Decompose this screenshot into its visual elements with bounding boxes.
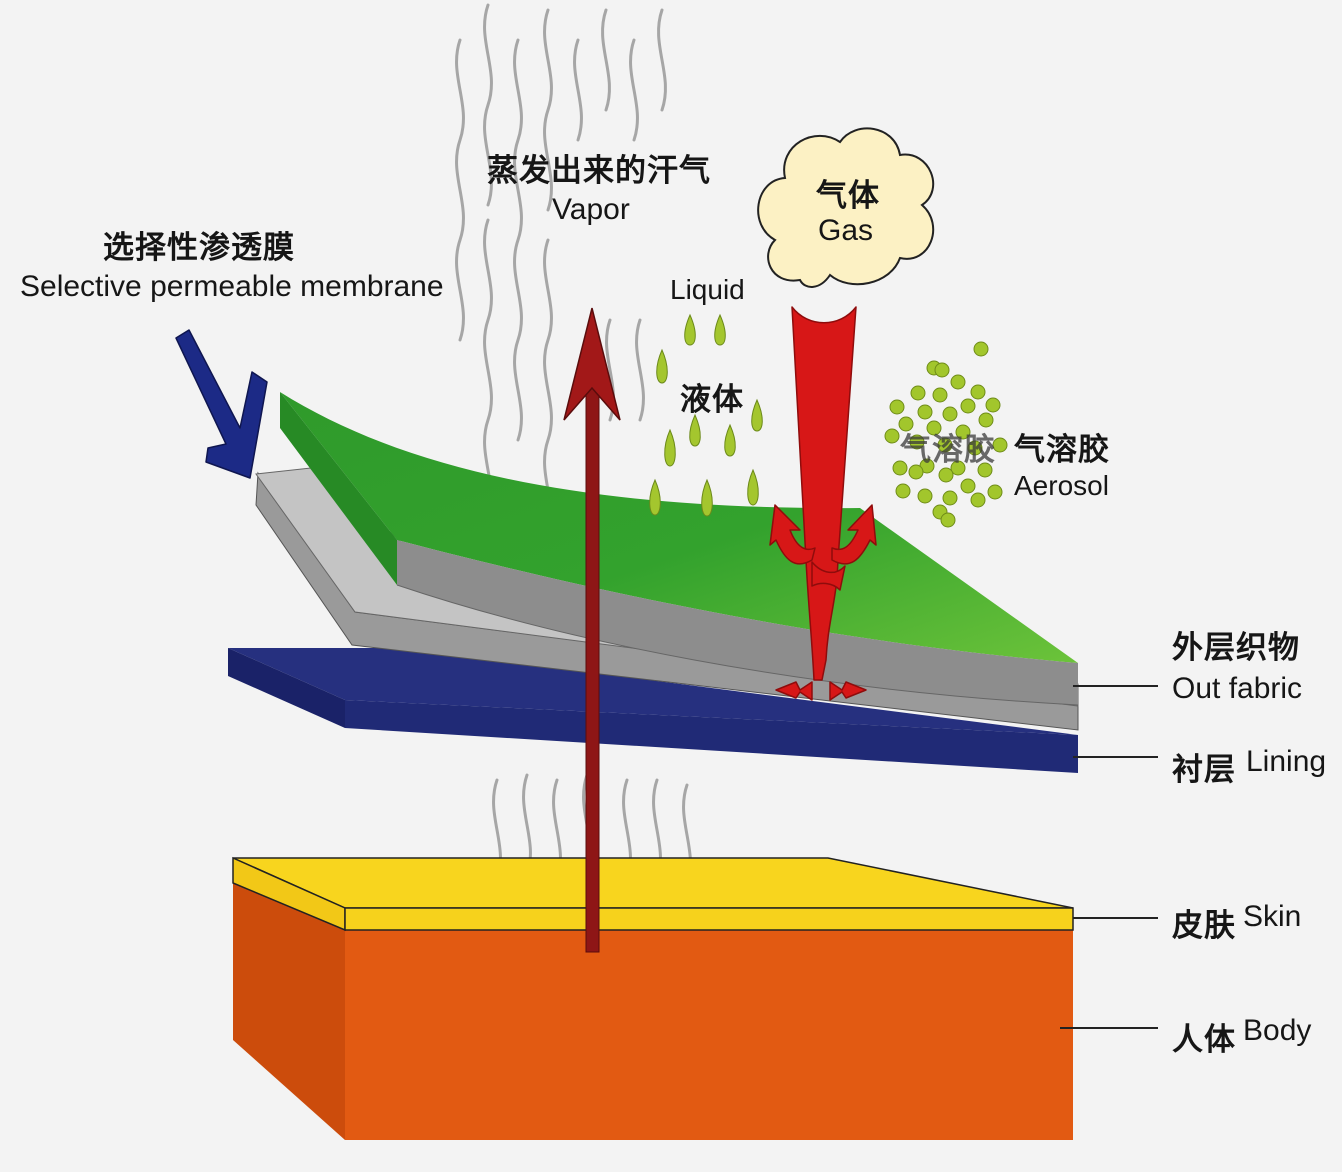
body-label-en: Body <box>1243 1014 1312 1047</box>
skin-label-zh: 皮肤 <box>1172 908 1236 944</box>
aerosol-overlay-label-zh: 气溶胶 <box>900 432 996 468</box>
gas-label-zh: 气体 <box>816 178 880 214</box>
vapor-label-en: Vapor <box>552 193 630 226</box>
membrane-label-en: Selective permeable membrane <box>20 270 444 303</box>
skin-layer <box>232 856 1074 932</box>
lining-label-en: Lining <box>1246 745 1327 778</box>
skin-label-en: Skin <box>1243 900 1302 933</box>
out-fabric-label-en: Out fabric <box>1172 672 1303 705</box>
liquid-label-en: Liquid <box>670 274 745 305</box>
gas-label-en: Gas <box>818 214 874 247</box>
aerosol-label-zh: 气溶胶 <box>1014 432 1110 468</box>
membrane-pointer-arrow <box>175 329 268 479</box>
liquid-label-zh: 液体 <box>680 382 744 418</box>
lining-label-zh: 衬层 <box>1172 752 1236 788</box>
out-fabric-label-zh: 外层织物 <box>1172 630 1300 666</box>
aerosol-particles <box>884 341 1008 528</box>
leader-lines <box>1060 685 1158 1029</box>
body-block <box>233 883 1073 1140</box>
membrane-label-zh: 选择性渗透膜 <box>103 230 295 266</box>
lining-layer <box>228 648 1078 773</box>
gas-arrow <box>769 306 877 701</box>
body-label-zh: 人体 <box>1172 1022 1236 1058</box>
vapor-label-zh: 蒸发出来的汗气 <box>487 153 711 189</box>
vapor-waves <box>455 3 667 542</box>
gas-cloud <box>757 127 935 288</box>
aerosol-label-en: Aerosol <box>1014 470 1109 501</box>
out-fabric-layer <box>280 392 1079 706</box>
liquid-droplets <box>649 313 763 517</box>
vapor-arrow <box>563 307 621 953</box>
